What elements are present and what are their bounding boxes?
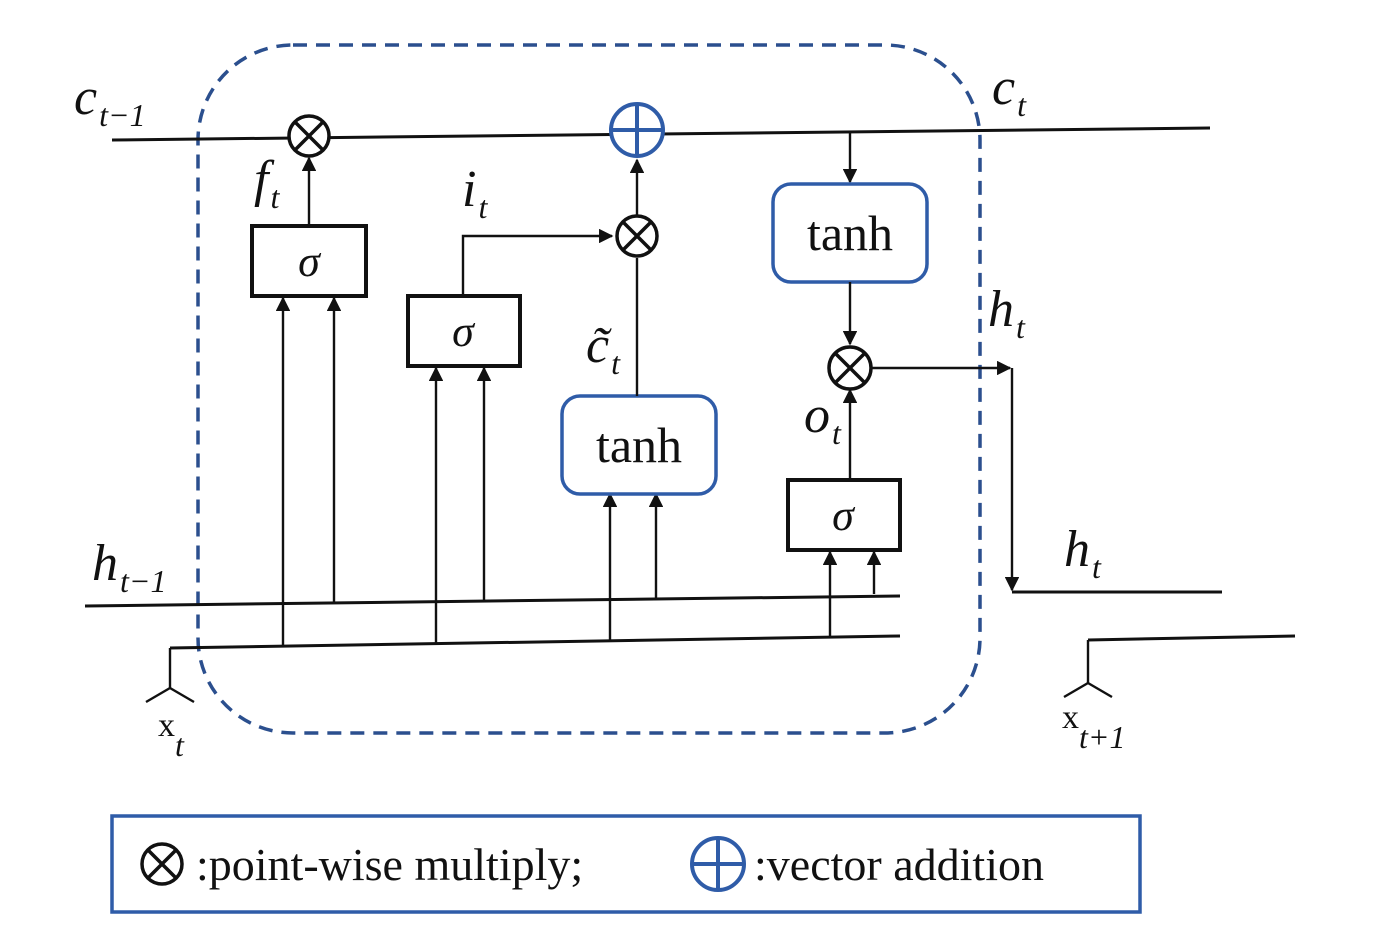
vector-addition-node bbox=[609, 102, 665, 158]
legend-multiply-icon bbox=[140, 842, 184, 886]
label-o-t: ot bbox=[804, 387, 842, 451]
output-tanh-label: tanh bbox=[807, 205, 893, 261]
input-multiply-node bbox=[615, 214, 659, 258]
label-h-t-next: ht bbox=[1064, 521, 1102, 585]
output-gate-sigma-box bbox=[786, 478, 902, 552]
x-t-input-symbol bbox=[145, 648, 195, 704]
input-gate-sigma-box bbox=[406, 294, 522, 368]
legend-addition-icon bbox=[690, 836, 746, 892]
legend-addition-text: :vector addition bbox=[754, 839, 1044, 890]
label-i-t: it bbox=[462, 161, 488, 225]
legend-box bbox=[110, 814, 1142, 914]
output-multiply-node bbox=[827, 345, 873, 391]
input-gate-sigma-label: σ bbox=[452, 307, 476, 356]
candidate-tanh-box bbox=[560, 394, 718, 496]
lstm-cell-border bbox=[196, 43, 982, 735]
forget-multiply-node bbox=[287, 114, 331, 158]
label-f-t: ft bbox=[254, 151, 280, 215]
input-line bbox=[169, 634, 901, 650]
label-x-t: xt bbox=[158, 707, 185, 763]
label-c-t: ct bbox=[992, 59, 1027, 123]
hidden-prev-line bbox=[84, 594, 901, 608]
label-c-prev: ct−1 bbox=[74, 69, 146, 133]
output-gate-sigma-label: σ bbox=[832, 491, 856, 540]
x-next-input-symbol bbox=[1063, 634, 1296, 699]
label-h-prev: ht−1 bbox=[92, 535, 166, 599]
candidate-tanh-label: tanh bbox=[596, 417, 682, 473]
legend-multiply-text: :point-wise multiply; bbox=[196, 839, 583, 890]
label-x-next: xt+1 bbox=[1062, 699, 1125, 755]
label-c-tilde: c̃t bbox=[586, 317, 621, 381]
input-gate-output bbox=[461, 228, 614, 296]
forget-gate-sigma-label: σ bbox=[298, 237, 322, 286]
label-h-t-out: ht bbox=[988, 281, 1026, 345]
